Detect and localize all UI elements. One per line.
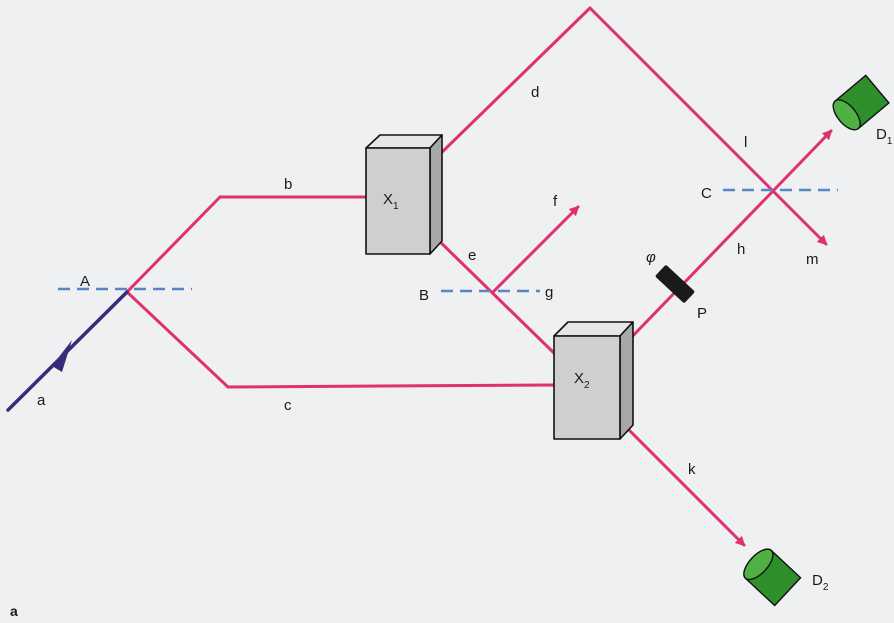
label-m: m [806,251,819,268]
beam-k [622,423,746,547]
label-f: f [553,193,558,210]
phase-shifter [655,265,695,303]
crystal-x2-front [553,335,621,440]
label-g: g [545,284,553,301]
label-d2: D2 [812,572,829,593]
label-l: l [744,134,747,151]
beam-h [622,189,775,347]
beam-paths [125,6,833,547]
detector-d1 [832,74,890,131]
label-a: a [37,392,46,409]
beam-splitters [58,188,838,293]
label-x2: X2 [574,370,590,391]
beam-e [431,233,556,355]
label-c: c [284,397,292,414]
label-splitter-c: C [701,185,712,202]
label-splitter-b: B [419,287,429,304]
beam-l [771,129,833,193]
label-x1: X1 [383,191,399,212]
crystal-x1-top [365,134,443,149]
crystal-x1-front [365,147,431,255]
label-phase-p: P [697,305,707,322]
labels: a b c d e f g h k l m A B C X1 X2 φ P D1… [10,84,893,619]
crystal-x2-side [619,321,634,440]
detector-d2 [743,548,802,607]
beam-b-up [125,195,222,294]
crystal-x2 [553,321,634,440]
beam-m [771,189,828,246]
label-h: h [737,241,745,258]
crystal-x1 [365,134,443,255]
label-b: b [284,176,292,193]
beam-c-down [125,290,230,389]
label-d1: D1 [876,126,893,147]
figure-label: a [10,603,18,619]
detector-d2-face [743,548,774,581]
beam-d-down [588,6,775,193]
detector-d1-face [832,99,861,131]
label-e: e [468,247,476,264]
phase-plate [655,265,695,303]
beam-c [226,383,556,389]
crystal-x1-side [429,134,443,255]
label-d: d [531,84,539,101]
beam-f [491,205,580,294]
input-beam-arrowhead [52,340,72,372]
beam-d-up [435,6,592,159]
label-k: k [688,461,696,478]
label-splitter-a: A [80,273,90,290]
label-phase-symbol: φ [646,249,656,266]
